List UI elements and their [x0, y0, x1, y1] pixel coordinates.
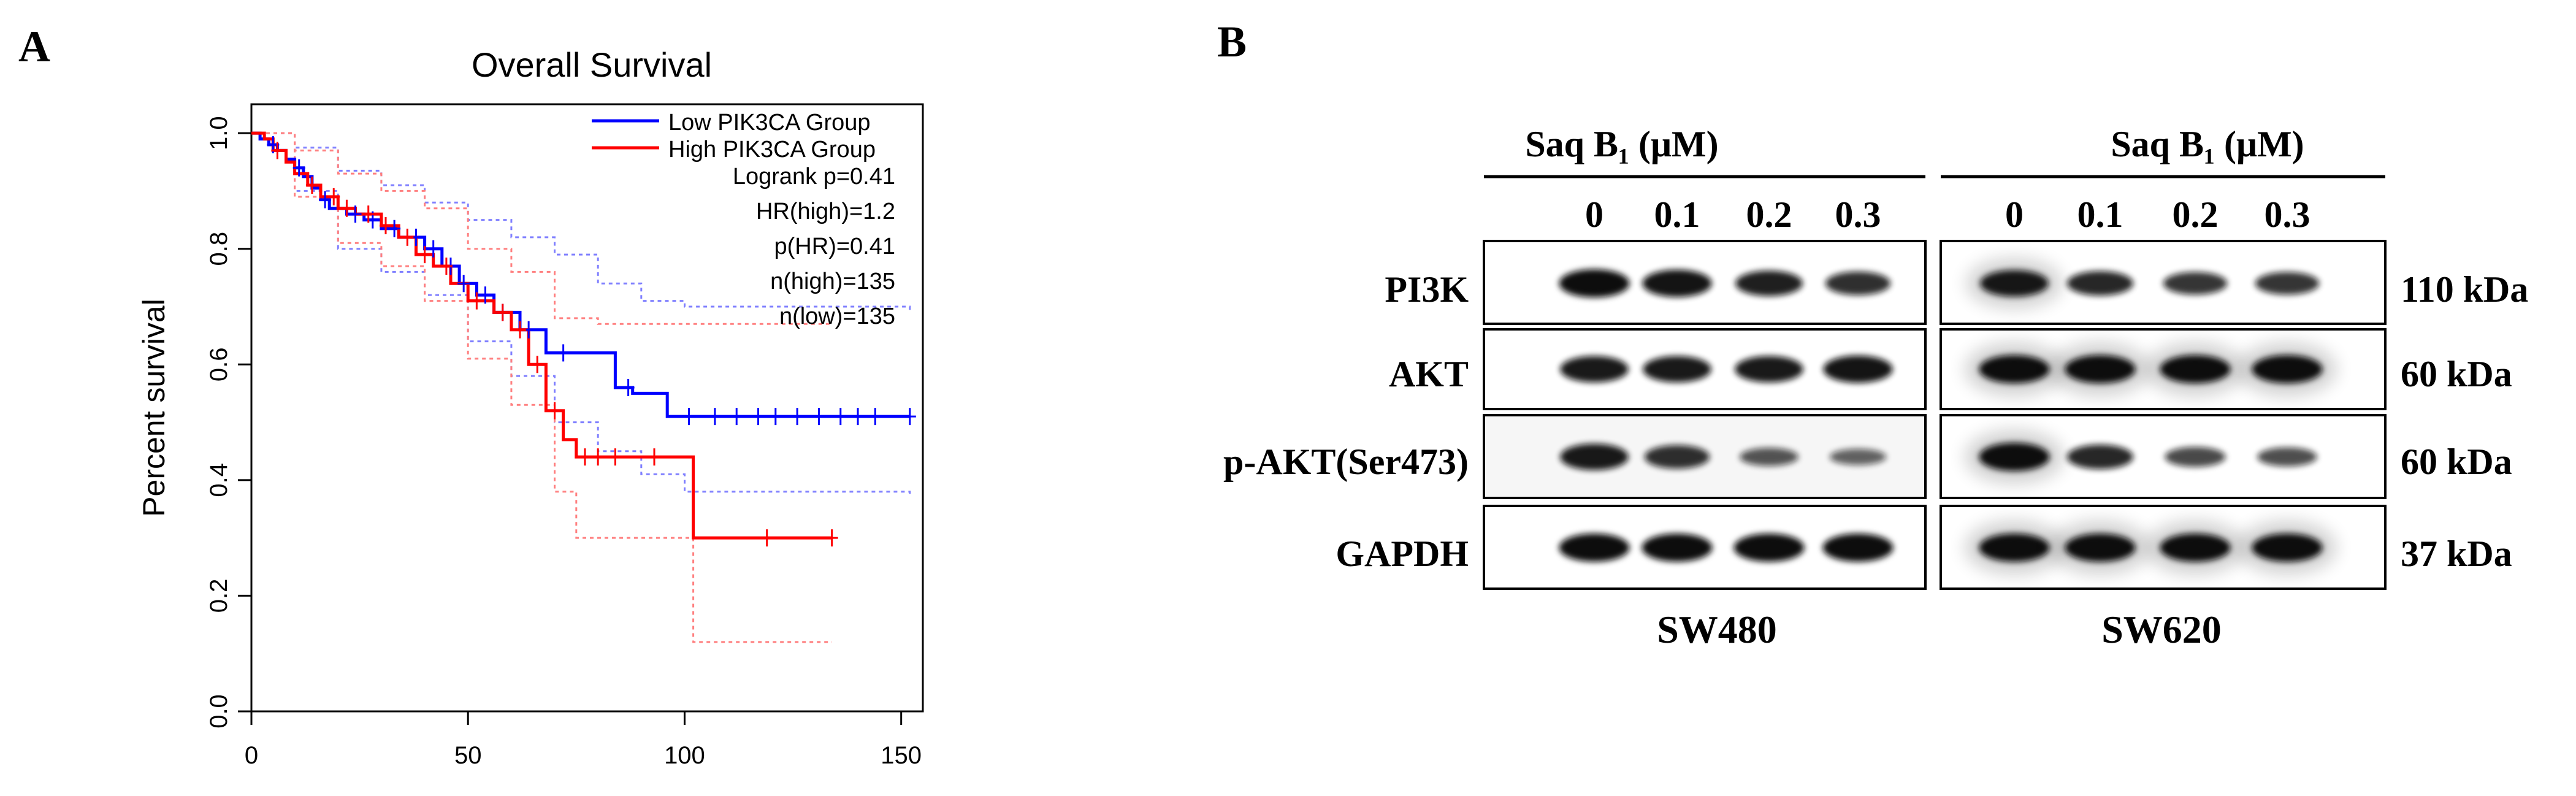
blot-band — [1825, 271, 1891, 296]
kda-label: 110 kDa — [2401, 269, 2528, 310]
blot-bands — [1559, 258, 2337, 575]
x-tick-label: 150 — [881, 742, 922, 769]
stat-n-high: n(high)=135 — [770, 269, 895, 294]
blot-row-pi3k: PI3K 110 kDa — [1385, 240, 2528, 325]
ci-lower-1 — [251, 132, 832, 643]
x-tick-label: 100 — [664, 742, 705, 769]
x-ticks: 0 50 100 150 — [245, 711, 922, 769]
blot-band — [1642, 269, 1712, 297]
censor-marks — [267, 136, 916, 547]
confidence-bands — [251, 132, 911, 643]
blot-band — [1980, 270, 2049, 297]
stat-n-low: n(low)=135 — [779, 304, 895, 329]
blot-band — [1822, 534, 1894, 562]
protein-label: PI3K — [1385, 269, 1469, 310]
blot-band — [1560, 443, 1629, 470]
chart-title: Overall Survival — [472, 45, 712, 84]
y-tick-label: 0.8 — [205, 232, 232, 266]
kda-label: 37 kDa — [2401, 534, 2512, 574]
blot-band — [1979, 355, 2050, 383]
blot-band — [2160, 534, 2231, 562]
blot-band — [1559, 269, 1630, 297]
blot-band — [1559, 534, 1630, 562]
legend: Low PIK3CA Group High PIK3CA Group — [592, 110, 876, 163]
survival-curves — [251, 131, 910, 540]
protein-label: p-AKT(Ser473) — [1223, 442, 1469, 482]
blot-band — [2252, 355, 2323, 383]
blot-band — [1823, 355, 1893, 383]
blot-band — [2252, 534, 2323, 562]
kda-label: 60 kDa — [2401, 442, 2512, 482]
dose-label: 0.3 — [1835, 194, 1881, 235]
y-tick-label: 0.4 — [205, 463, 232, 497]
legend-entry-low: Low PIK3CA Group — [668, 110, 871, 136]
blot-band — [1733, 534, 1805, 562]
blot-band — [2257, 447, 2317, 467]
panel-label-b: B — [1217, 17, 1247, 66]
ci-upper-1 — [251, 132, 832, 325]
statistics: Logrank p=0.41 HR(high)=1.2 p(HR)=0.41 n… — [733, 164, 895, 329]
dose-label: 0.2 — [1746, 194, 1792, 235]
blot-band — [2160, 355, 2231, 383]
blot-band — [1979, 534, 2050, 562]
blot-band — [2067, 271, 2133, 296]
stat-logrank: Logrank p=0.41 — [733, 164, 895, 189]
blot-band — [1735, 270, 1803, 296]
blot-band — [1735, 356, 1803, 383]
y-tick-label: 1.0 — [205, 116, 232, 150]
y-tick-label: 0.2 — [205, 579, 232, 613]
blot-band — [2067, 445, 2133, 469]
dose-label: 0 — [1585, 194, 1603, 235]
survival-curve-high-pik3ca-group — [251, 131, 832, 540]
x-tick-label: 0 — [245, 742, 258, 769]
ci-upper-0 — [251, 132, 911, 313]
survival-chart: Overall Survival Percent survival 0.0 0.2… — [137, 45, 924, 769]
y-ticks: 0.0 0.2 0.4 0.6 0.8 1.0 — [205, 116, 251, 729]
protein-label: GAPDH — [1336, 534, 1469, 574]
stat-hr: HR(high)=1.2 — [756, 199, 895, 224]
protein-label: AKT — [1389, 354, 1469, 394]
blot-band — [2165, 446, 2226, 467]
blot-band — [1643, 356, 1711, 383]
cell-line-right: SW620 — [2101, 608, 2222, 651]
y-tick-label: 0.0 — [205, 694, 232, 729]
blot-band — [2065, 355, 2136, 383]
dose-label: 0.1 — [2077, 194, 2123, 235]
treatment-label-left: Saq B₁ (μM) — [1525, 124, 1718, 164]
plot-frame — [250, 103, 924, 713]
cell-line-left: SW480 — [1657, 608, 1777, 651]
dose-label: 0.1 — [1654, 194, 1700, 235]
blot-band — [1829, 448, 1887, 465]
blot-band — [1740, 448, 1798, 466]
x-tick-label: 50 — [454, 742, 482, 769]
blot-row-akt: AKT 60 kDa — [1389, 328, 2512, 410]
blot-band — [2065, 534, 2136, 562]
blot-band — [2255, 272, 2320, 295]
kda-label: 60 kDa — [2401, 354, 2512, 394]
y-tick-label: 0.6 — [205, 347, 232, 381]
blot-band — [2163, 272, 2228, 295]
blot-band — [1979, 443, 2050, 471]
dose-label: 0.3 — [2265, 194, 2310, 235]
blot-band — [1642, 534, 1713, 562]
y-axis-label: Percent survival — [137, 299, 171, 517]
stat-p-hr: p(HR)=0.41 — [774, 234, 895, 259]
blot-band — [1644, 445, 1710, 469]
ci-lower-0 — [251, 132, 911, 498]
legend-entry-high: High PIK3CA Group — [668, 137, 876, 163]
western-blot: Saq B₁ (μM) Saq B₁ (μM) 0 0.1 0.2 0.3 0 … — [1223, 124, 2528, 651]
dose-label: 0.2 — [2173, 194, 2219, 235]
blot-band — [1560, 356, 1629, 383]
panel-label-a: A — [18, 22, 50, 71]
dose-label: 0 — [2005, 194, 2024, 235]
treatment-label-right: Saq B₁ (μM) — [2111, 124, 2304, 164]
